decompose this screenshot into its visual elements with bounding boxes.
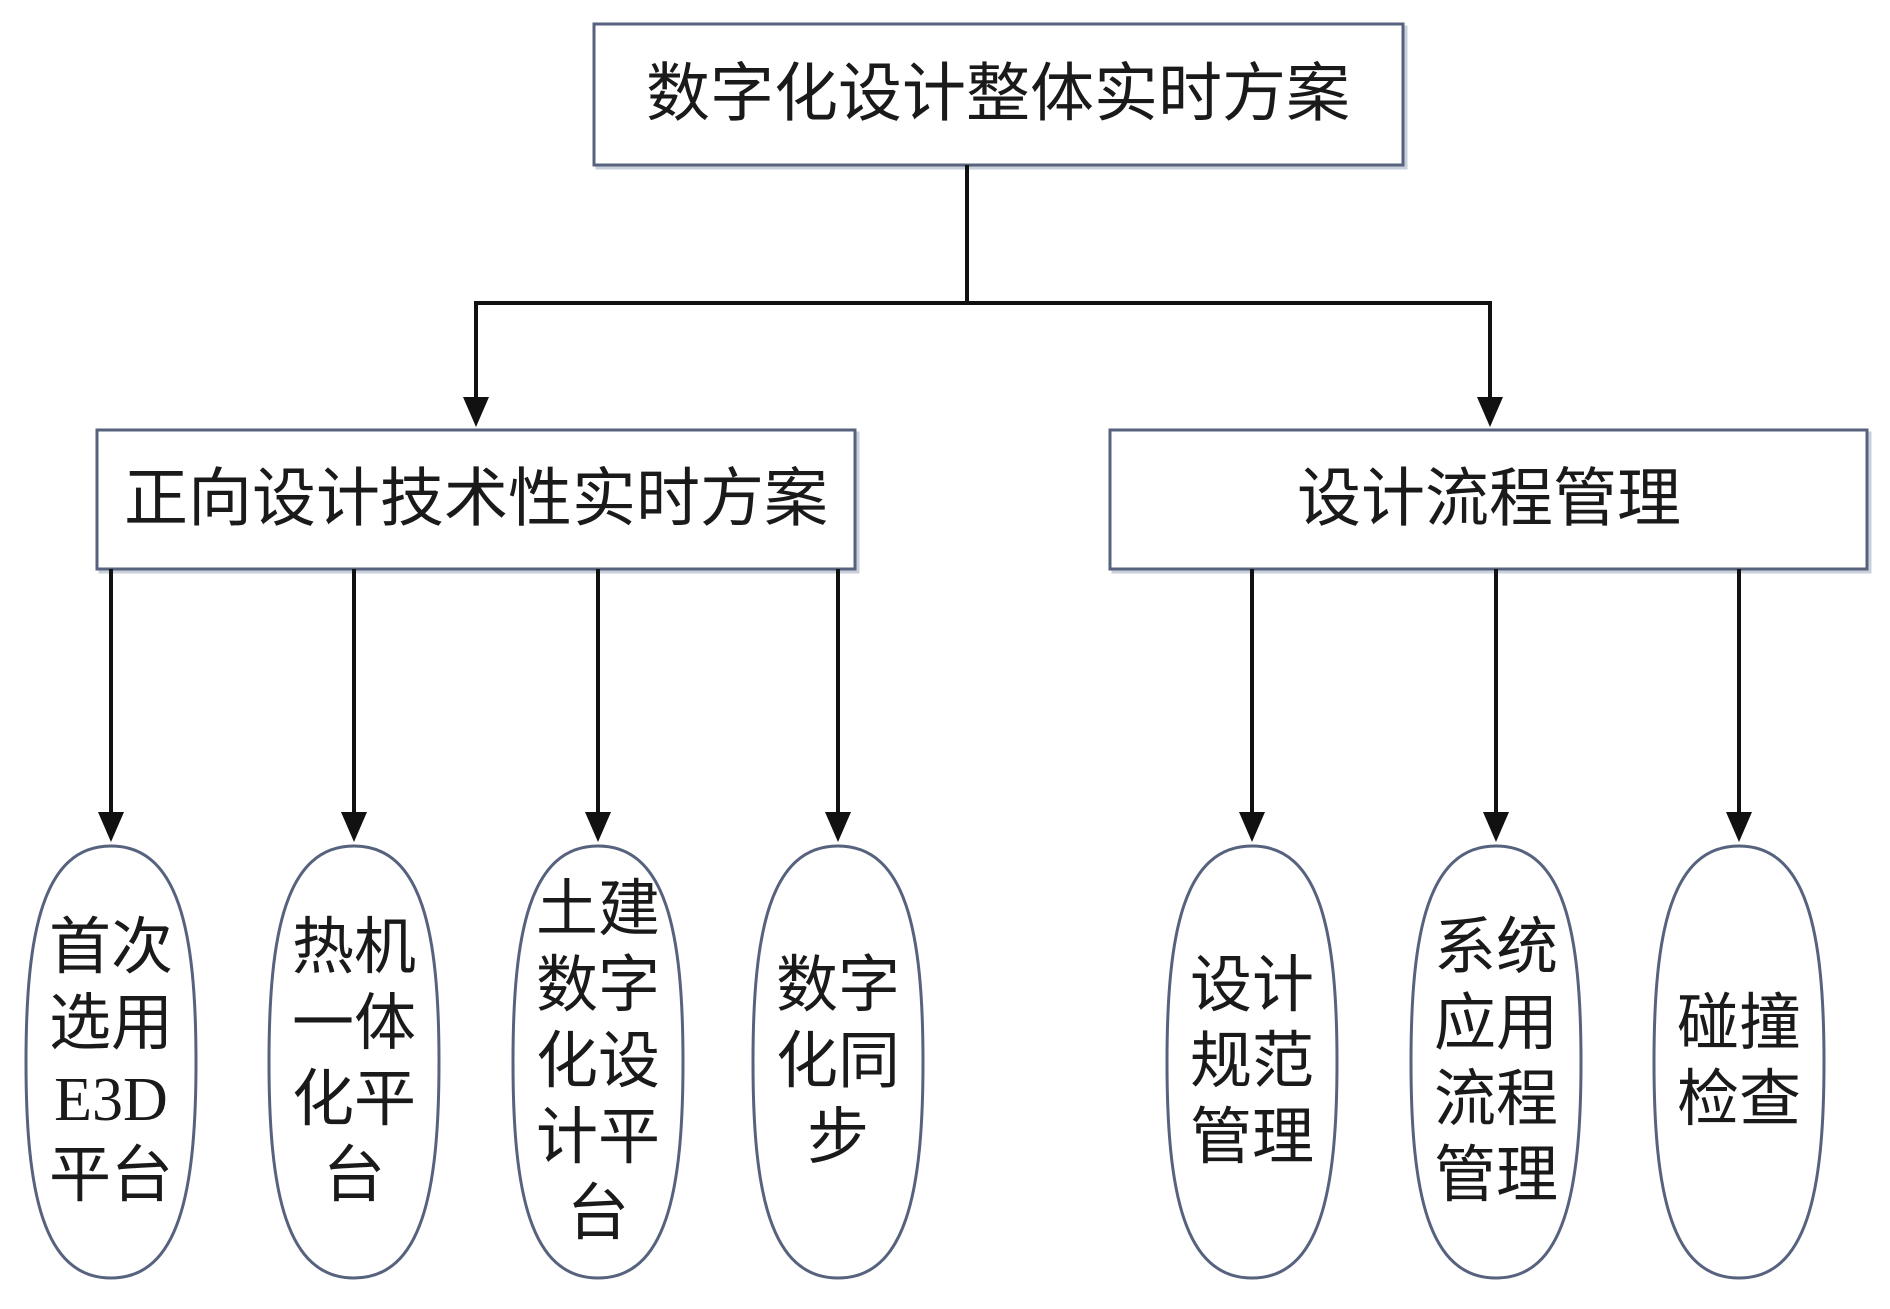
leaf-node-1-3-line: 数字	[536, 952, 660, 1020]
branch-node-2: 设计流程管理	[1108, 428, 1872, 574]
leaf-node-2-2: 系统 应用 流程 管理	[1409, 844, 1583, 1280]
leaf-node-1-1-line: E3D	[54, 1066, 168, 1134]
leaf-node-1-3-shape	[511, 844, 685, 1280]
root-node: 数字化设计整体实时方案	[592, 22, 1408, 170]
branch-node-1-box	[95, 428, 857, 571]
leaf-node-1-1-line: 平台	[49, 1142, 173, 1210]
leaf-node-1-4-line: 化同	[776, 1028, 900, 1096]
leaf-node-2-1-shape	[1165, 844, 1339, 1280]
leaf-node-1-3-line: 土建	[536, 876, 660, 944]
leaf-node-2-2-shape	[1409, 844, 1583, 1280]
leaf-node-2-2-line: 流程	[1434, 1066, 1558, 1134]
leaf-node-1-3-line: 化设	[536, 1028, 660, 1096]
branch-node-2-box	[1108, 428, 1869, 571]
leaf-node-2-3-line: 碰撞	[1677, 990, 1801, 1058]
leaf-node-1-4-line: 数字	[776, 952, 900, 1020]
root-node-box	[592, 22, 1405, 167]
leaf-node-1-2-line: 热机	[292, 914, 416, 982]
leaf-node-2-1-line: 规范	[1190, 1028, 1314, 1096]
leaf-node-1-2-line: 一体	[292, 990, 416, 1058]
leaf-node-2-2-line: 应用	[1434, 990, 1558, 1058]
leaf-node-2-3: 碰撞 检查	[1652, 844, 1826, 1280]
leaf-node-2-2-line: 系统	[1434, 914, 1558, 982]
leaf-node-1-4-shape	[751, 844, 925, 1280]
leaf-node-2-2-line: 管理	[1434, 1142, 1558, 1210]
branch-node-1-label: 正向设计技术性实时方案	[124, 464, 828, 535]
leaf-node-2-1-line: 管理	[1190, 1104, 1314, 1172]
leaf-node-1-4: 数字 化同 步	[751, 844, 925, 1280]
leaf-node-1-2: 热机 一体 化平 台	[267, 844, 441, 1280]
leaf-node-2-3-shape	[1652, 844, 1826, 1280]
leaf-node-1-2-shape	[267, 844, 441, 1280]
leaf-node-1-2-line: 台	[323, 1142, 385, 1210]
branch-node-1: 正向设计技术性实时方案	[95, 428, 860, 574]
leaf-node-1-4-line: 步	[807, 1104, 869, 1172]
leaf-node-1-1: 首次 选用 E3D 平台	[24, 844, 198, 1280]
leaf-node-1-3: 土建 数字 化设 计平 台	[511, 844, 685, 1280]
branch-node-2-label: 设计流程管理	[1297, 464, 1681, 535]
leaf-node-2-1-line: 设计	[1190, 952, 1314, 1020]
leaf-node-2-3-line: 检查	[1677, 1066, 1801, 1134]
leaf-connectors	[98, 569, 1752, 842]
leaf-node-1-1-line: 选用	[49, 990, 173, 1058]
root-connectors	[463, 165, 1503, 427]
leaf-node-2-1: 设计 规范 管理	[1165, 844, 1339, 1280]
leaf-node-1-3-line: 台	[567, 1180, 629, 1248]
leaf-node-1-2-line: 化平	[292, 1066, 416, 1134]
leaf-node-1-3-line: 计平	[536, 1104, 660, 1172]
root-node-label: 数字化设计整体实时方案	[646, 59, 1350, 130]
leaf-node-1-1-line: 首次	[49, 914, 173, 982]
leaf-node-1-1-shape	[24, 844, 198, 1280]
